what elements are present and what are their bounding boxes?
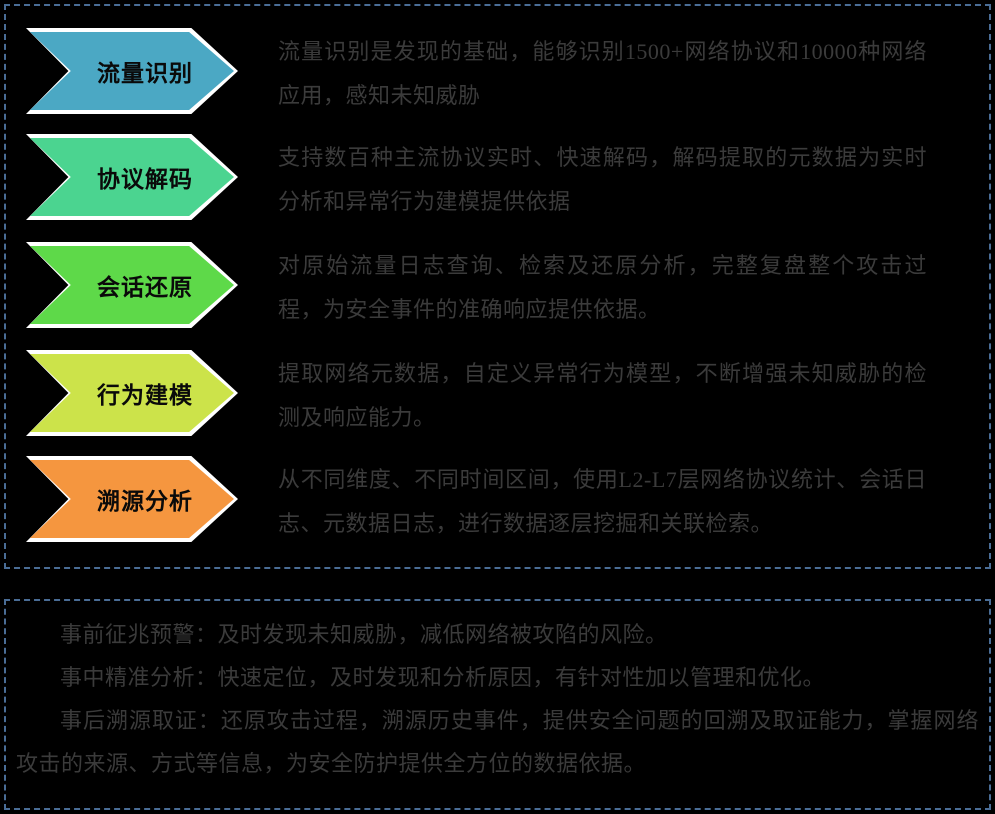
process-step-description: 提取网络元数据，自定义异常行为模型，不断增强未知威胁的检测及响应能力。	[278, 361, 927, 430]
summary-line-list: 事前征兆预警：及时发现未知威胁，减低网络被攻陷的风险。 事中精准分析：快速定位，…	[16, 613, 979, 785]
process-step-chevron[interactable]: 流量识别	[26, 28, 238, 114]
process-step-label: 协议解码	[97, 167, 193, 192]
process-step-description: 支持数百种主流协议实时、快速解码，解码提取的元数据为实时分析和异常行为建模提供依…	[278, 145, 927, 214]
process-step-description: 对原始流量日志查询、检索及还原分析，完整复盘整个攻击过程，为安全事件的准确响应提…	[278, 253, 927, 322]
process-step-row: 溯源分析 从不同维度、不同时间区间，使用L2-L7层网络协议统计、会话日志、元数…	[6, 454, 989, 566]
process-step-row: 行为建模 提取网络元数据，自定义异常行为模型，不断增强未知威胁的检测及响应能力。	[6, 348, 989, 460]
summary-line: 事前征兆预警：及时发现未知威胁，减低网络被攻陷的风险。	[60, 622, 668, 647]
process-step-label: 溯源分析	[97, 489, 193, 514]
process-step-label: 流量识别	[97, 61, 193, 86]
summary-panel: 事前征兆预警：及时发现未知威胁，减低网络被攻陷的风险。 事中精准分析：快速定位，…	[4, 599, 991, 810]
process-step-chevron[interactable]: 溯源分析	[26, 456, 238, 542]
process-step-row: 协议解码 支持数百种主流协议实时、快速解码，解码提取的元数据为实时分析和异常行为…	[6, 132, 989, 244]
process-step-row: 会话还原 对原始流量日志查询、检索及还原分析，完整复盘整个攻击过程，为安全事件的…	[6, 240, 989, 352]
process-step-label: 行为建模	[97, 383, 193, 408]
process-step-list: 流量识别 流量识别是发现的基础，能够识别1500+网络协议和10000种网络应用…	[6, 6, 989, 567]
process-step-description: 从不同维度、不同时间区间，使用L2-L7层网络协议统计、会话日志、元数据日志，进…	[278, 467, 927, 536]
process-step-description: 流量识别是发现的基础，能够识别1500+网络协议和10000种网络应用，感知未知…	[278, 39, 927, 108]
process-step-chevron[interactable]: 协议解码	[26, 134, 238, 220]
process-step-row: 流量识别 流量识别是发现的基础，能够识别1500+网络协议和10000种网络应用…	[6, 26, 989, 138]
process-step-chevron[interactable]: 行为建模	[26, 350, 238, 436]
summary-line: 事中精准分析：快速定位，及时发现和分析原因，有针对性加以管理和优化。	[60, 665, 826, 690]
process-step-chevron[interactable]: 会话还原	[26, 242, 238, 328]
summary-line: 事后溯源取证：还原攻击过程，溯源历史事件，提供安全问题的回溯及取证能力，掌握网络…	[16, 708, 979, 776]
process-panel: 流量识别 流量识别是发现的基础，能够识别1500+网络协议和10000种网络应用…	[4, 4, 991, 569]
process-step-label: 会话还原	[97, 275, 193, 300]
